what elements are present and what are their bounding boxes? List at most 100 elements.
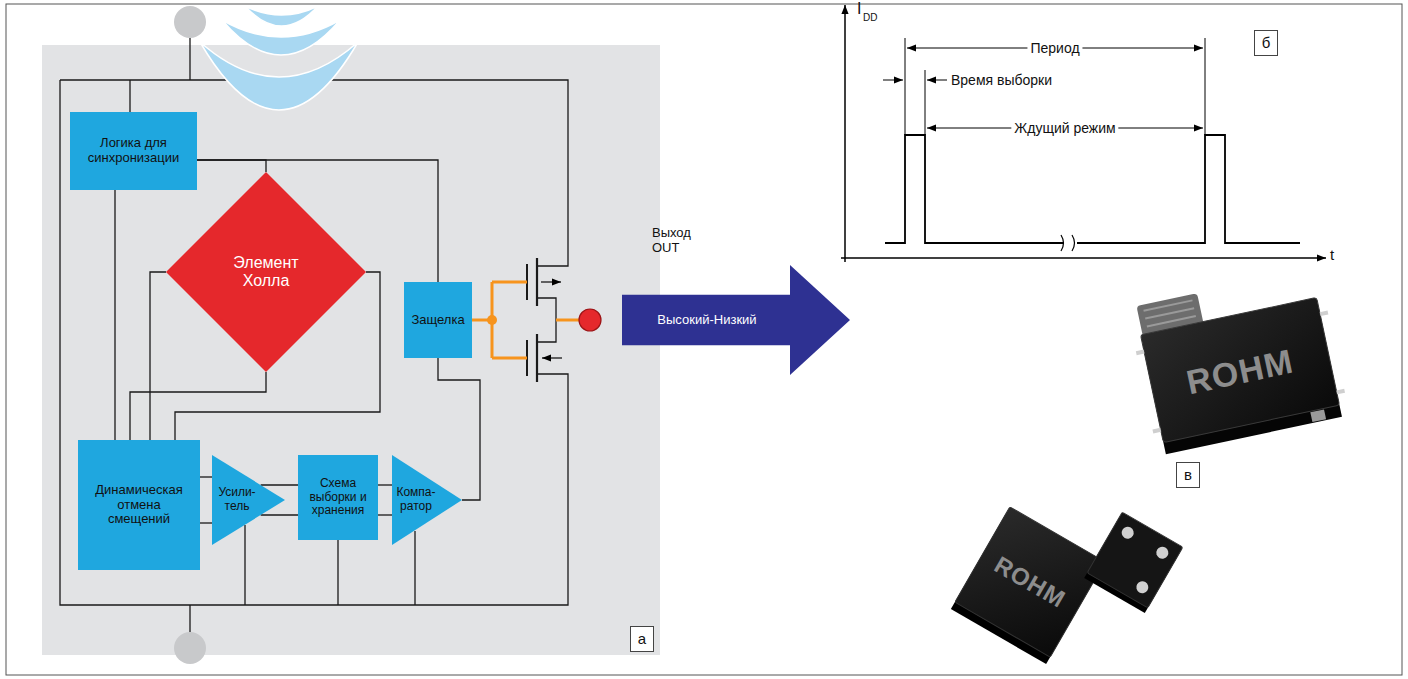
timing-diagram (883, 80, 903, 81)
chip-photo (1119, 524, 1135, 540)
text-block: в (1184, 466, 1192, 483)
signal-wire (130, 372, 266, 440)
signal-wire (378, 484, 392, 485)
period-label: Период (1027, 40, 1082, 56)
signal-wire (114, 190, 115, 440)
text-area: Логика для синхронизации (76, 118, 191, 184)
gate-drive-wire (492, 357, 527, 360)
output-level-arrow-outline (622, 265, 850, 375)
mosfet-symbol (536, 258, 538, 306)
supply-terminal (174, 6, 206, 38)
gate-drive-wire (556, 319, 579, 322)
hall-element-diamond: Элемент Холла (166, 172, 366, 372)
text-area: Динамическая отмена смещений (84, 446, 194, 564)
time-axis-label: t (1330, 246, 1334, 263)
chip-photo (951, 507, 1105, 664)
node-label: в (1184, 466, 1192, 483)
circuit-wire (189, 38, 190, 80)
offset-cancel-box: Динамическая отмена смещений (78, 440, 200, 570)
magnetic-field-arcs (245, 6, 318, 26)
circuit-wire (129, 80, 130, 112)
signal-wire (150, 272, 166, 440)
timing-diagram (1061, 235, 1075, 251)
chip-photo (1310, 409, 1326, 422)
comparator-triangle-outline (392, 455, 462, 545)
standby-label: Ждущий режим (1011, 120, 1118, 136)
text-area: б (1256, 32, 1276, 54)
chip-photo (1141, 297, 1340, 442)
ground-terminal (174, 632, 206, 664)
text-block: Динамическая отмена смещений (92, 483, 186, 528)
timing-diagram (841, 5, 1326, 262)
text-block: Защелка (411, 313, 464, 328)
signal-wire (200, 476, 212, 477)
chip-photo (1127, 267, 1350, 455)
gate-junction-dot (487, 315, 497, 325)
chip-photo (951, 267, 1350, 664)
hall-element-diamond-outline (166, 172, 366, 372)
chip-photo (1336, 389, 1345, 395)
chip-photo (1087, 512, 1183, 608)
signal-wire (261, 514, 298, 515)
chip-photo (1136, 350, 1145, 356)
text-block: а (638, 630, 646, 647)
text-area: Защелка (409, 287, 467, 353)
text-block: Схема выборки и хранения (309, 477, 367, 518)
text-block: Компа- ратор (393, 486, 439, 514)
circuit-wire (537, 298, 556, 342)
chip-photo (1154, 544, 1170, 560)
text-block: Логика для синхронизации (76, 136, 191, 166)
current-symbol: I (857, 0, 861, 18)
circuit-wire (414, 531, 415, 605)
signal-wire (200, 522, 212, 523)
signal-wire (438, 358, 480, 500)
text-block: б (1262, 34, 1271, 51)
chip-photo (1134, 579, 1150, 595)
amplifier-triangle-outline (212, 455, 285, 545)
node-label: а (638, 630, 646, 647)
chip-photo (1320, 310, 1329, 316)
panel-letter-box: а (630, 626, 654, 652)
text-area: в (1178, 464, 1198, 486)
node-label: Элемент Холла (220, 254, 312, 291)
panel-letter-box: в (1176, 462, 1200, 488)
node-label: Высокий-Низкий (657, 313, 756, 328)
text-area: Схема выборки и хранения (303, 460, 373, 535)
signal-wire (261, 484, 298, 485)
gate-drive-wire (472, 282, 579, 358)
amplifier-triangle: Усили- тель (212, 455, 285, 545)
panel-letter-box: б (1254, 30, 1278, 56)
gate-drive-wire (492, 281, 527, 284)
node-label: Схема выборки и хранения (309, 477, 367, 518)
node-label: Компа- ратор (393, 486, 439, 514)
text-area: Высокий-Низкий (626, 295, 788, 345)
text-block: Высокий-Низкий (657, 313, 756, 328)
circuit-wire (189, 605, 190, 632)
chip-photo (1084, 512, 1183, 613)
chip-marking: ROHM (1183, 342, 1297, 403)
mosfet-symbol (541, 281, 561, 282)
chip-marking: ROHM (990, 551, 1071, 614)
node-label: б (1262, 34, 1271, 51)
sync-logic-box: Логика для синхронизации (70, 112, 197, 190)
mosfet-symbol (536, 334, 538, 382)
magnetic-field-arcs (222, 20, 340, 55)
circuit-wire (337, 540, 338, 605)
node-label: Динамическая отмена смещений (92, 483, 186, 528)
node-label: Усили- тель (214, 486, 260, 514)
figure-frame (6, 4, 1402, 675)
panel-ground (42, 45, 660, 655)
text-block: Усили- тель (214, 486, 260, 514)
output-level-arrow: Высокий-Низкий (622, 265, 850, 375)
timing-diagram (844, 5, 846, 262)
signal-wire (197, 160, 266, 172)
chip-photo (1152, 428, 1161, 434)
text-block: Элемент Холла (220, 254, 312, 291)
mosfet-symbol (542, 357, 562, 358)
timing-diagram (885, 135, 1063, 243)
comparator-triangle: Компа- ратор (392, 455, 462, 545)
node-label: Логика для синхронизации (76, 136, 191, 166)
text-area: Компа- ратор (393, 475, 439, 525)
sample-hold-box: Схема выборки и хранения (298, 455, 378, 540)
text-area: Усили- тель (214, 475, 260, 525)
